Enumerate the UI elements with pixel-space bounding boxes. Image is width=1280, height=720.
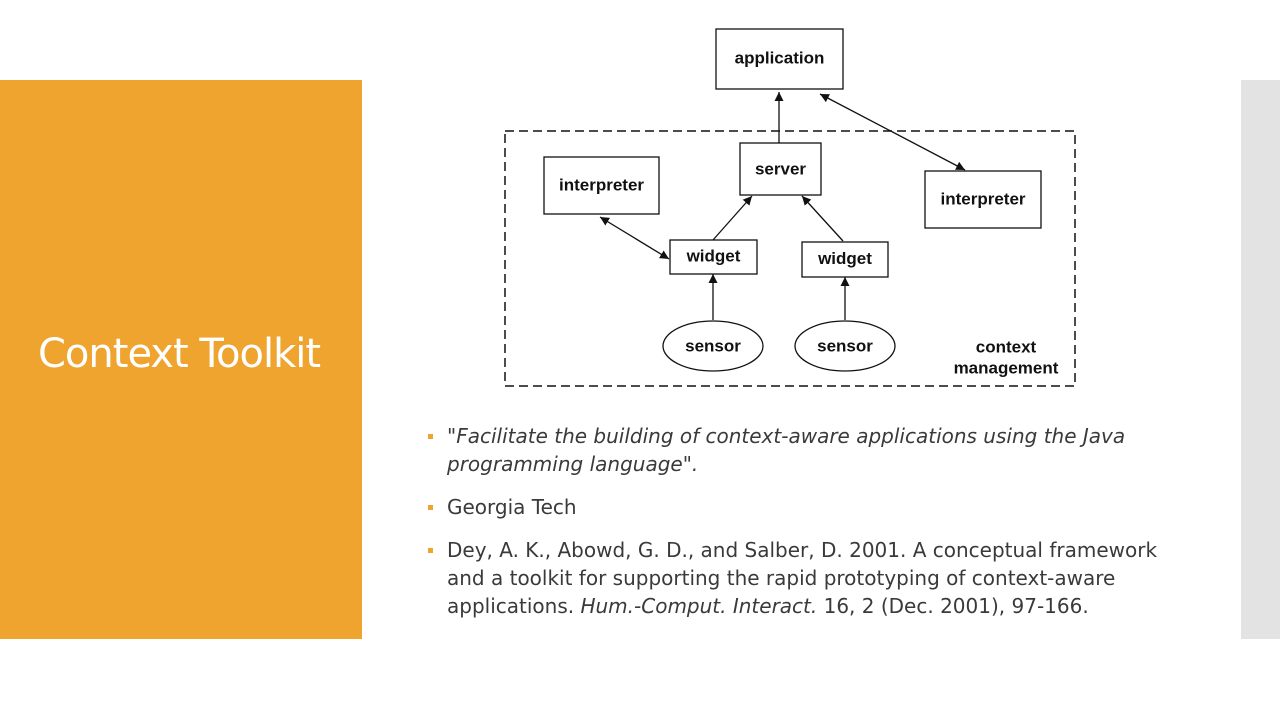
title-panel: [0, 80, 362, 639]
edge-application-interpreter-right: [819, 93, 966, 171]
node-sensor-left: sensor: [662, 320, 764, 372]
node-widget-left: widget: [669, 239, 758, 275]
slide-title: Context Toolkit: [38, 331, 321, 377]
citation-journal: Hum.-Comput. Interact.: [580, 594, 818, 618]
node-interpreter-right-label: interpreter: [940, 189, 1025, 208]
bullet-item-quote: "Facilitate the building of context-awar…: [420, 422, 1180, 478]
architecture-diagram: application server interpreter interpret…: [504, 28, 1076, 387]
node-application: application: [715, 28, 844, 90]
node-application-label: application: [735, 48, 825, 67]
node-sensor-right-label: sensor: [817, 336, 873, 355]
edge-widget-right-server: [801, 195, 844, 242]
node-interpreter-right: interpreter: [924, 170, 1042, 229]
node-sensor-right: sensor: [794, 320, 896, 372]
quote-text: "Facilitate the building of context-awar…: [447, 424, 1126, 476]
node-widget-left-label: widget: [686, 246, 741, 265]
edge-widget-left-server: [712, 195, 753, 241]
edge-interpreter-left-widget-left: [599, 216, 670, 260]
institution-text: Georgia Tech: [447, 495, 577, 519]
bullet-item-institution: Georgia Tech: [420, 493, 1180, 521]
node-sensor-left-label: sensor: [685, 336, 741, 355]
citation-tail: 16, 2 (Dec. 2001), 97-166.: [823, 594, 1089, 618]
node-widget-right: widget: [801, 241, 889, 278]
node-server-label: server: [755, 159, 806, 178]
bullet-item-citation: Dey, A. K., Abowd, G. D., and Salber, D.…: [420, 536, 1180, 620]
region-label-line1: context: [976, 337, 1037, 356]
citation-main: Dey, A. K., Abowd, G. D., and Salber, D.…: [447, 538, 1158, 618]
node-server: server: [739, 142, 822, 196]
node-interpreter-left-label: interpreter: [559, 175, 644, 194]
side-strip: [1241, 80, 1280, 639]
region-label-line2: management: [954, 358, 1059, 377]
bullet-list: "Facilitate the building of context-awar…: [420, 422, 1180, 635]
context-management-region: [504, 130, 1076, 387]
node-interpreter-left: interpreter: [543, 156, 660, 215]
node-widget-right-label: widget: [817, 249, 872, 268]
